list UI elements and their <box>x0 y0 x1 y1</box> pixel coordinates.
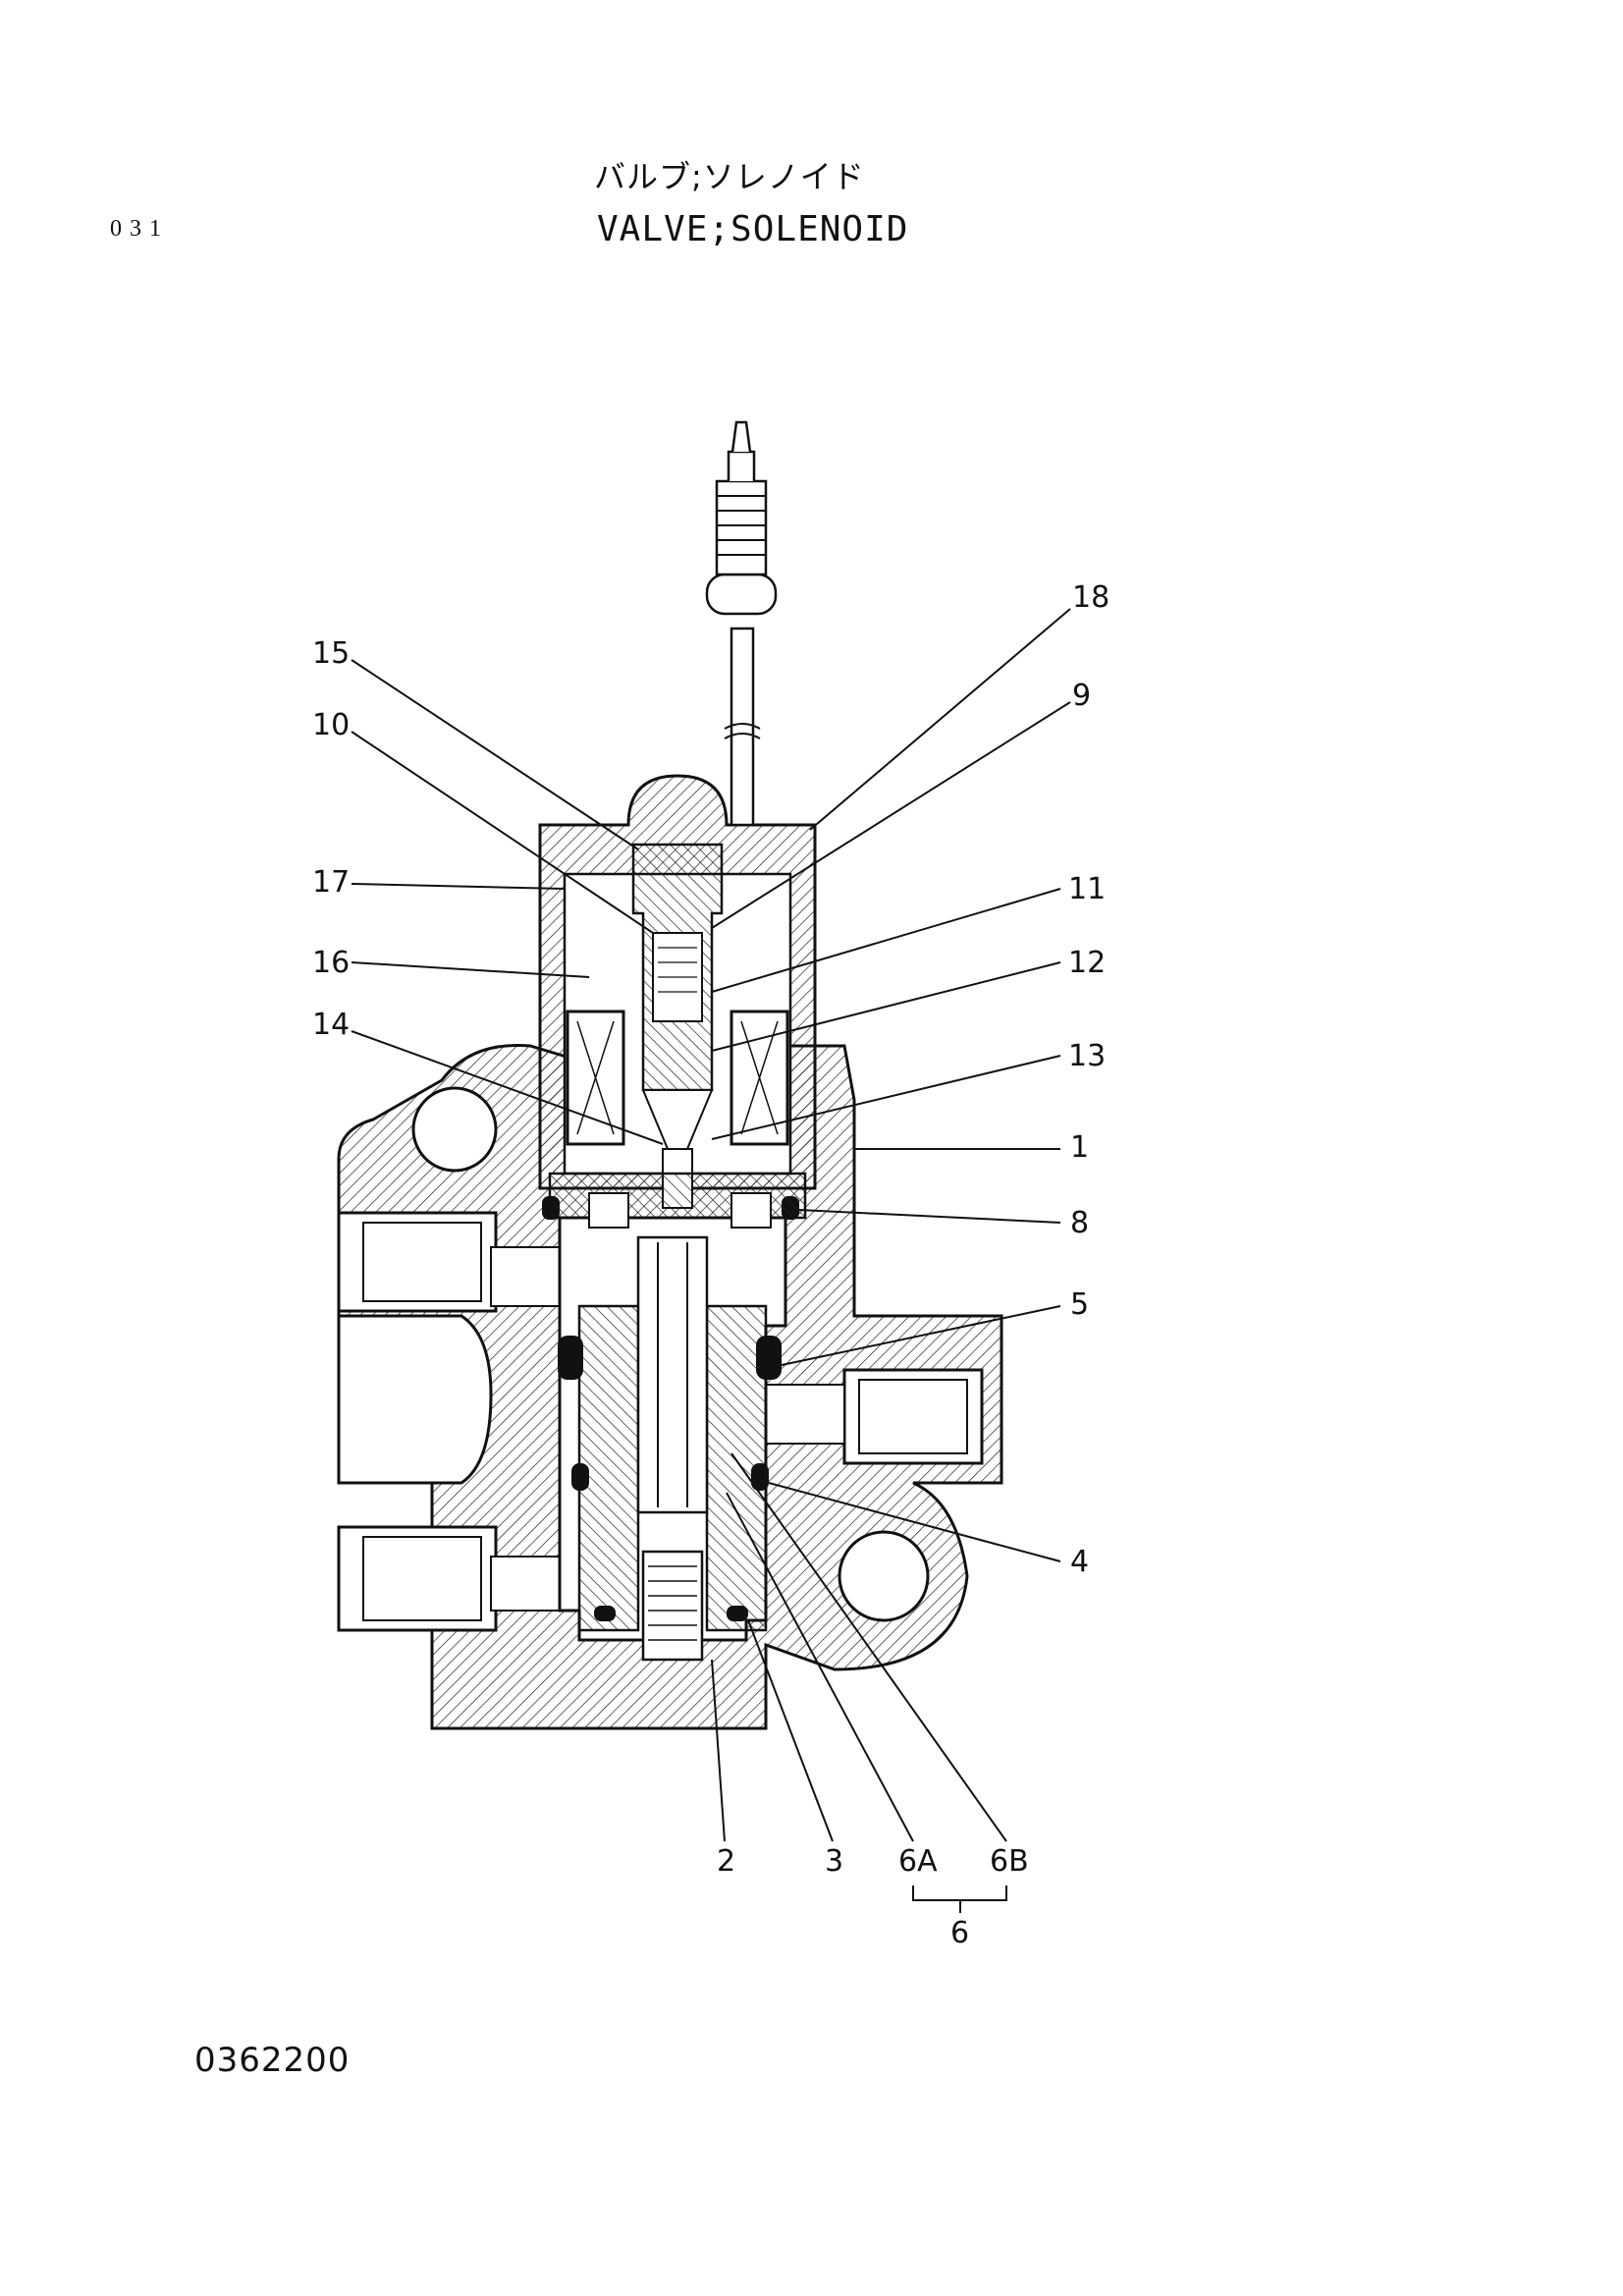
callout-16: 16 <box>312 946 350 980</box>
callout-6: 6 <box>950 1916 969 1950</box>
callout-9: 9 <box>1072 679 1091 713</box>
callout-18: 18 <box>1072 580 1109 615</box>
drawing-code: 0362200 <box>194 2041 351 2080</box>
callout-14: 14 <box>312 1008 350 1042</box>
callout-17: 17 <box>312 865 350 900</box>
callout-12: 12 <box>1068 946 1106 980</box>
callout-11: 11 <box>1068 872 1106 906</box>
callout-8: 8 <box>1070 1206 1089 1240</box>
callout-6b: 6B <box>990 1844 1029 1879</box>
page-number: 031 <box>110 216 169 242</box>
title-english: VALVE;SOLENOID <box>597 209 909 249</box>
solenoid-housing <box>538 420 817 1229</box>
title-japanese: バルブ;ソレノイド <box>594 158 865 195</box>
callout-10: 10 <box>312 708 350 742</box>
callout-3: 3 <box>825 1844 843 1879</box>
callout-4: 4 <box>1070 1545 1089 1579</box>
callout-6a: 6A <box>898 1844 938 1879</box>
callout-15: 15 <box>312 636 350 671</box>
spool-sleeve <box>577 1235 768 1662</box>
callout-13: 13 <box>1068 1039 1106 1073</box>
callout-5: 5 <box>1070 1287 1089 1322</box>
callout-2: 2 <box>717 1844 735 1879</box>
callout-1: 1 <box>1070 1130 1089 1165</box>
leader-lines <box>351 608 1071 1913</box>
callout-labels: 1 2 3 4 5 6A 6B 6 8 9 10 11 12 13 14 15 … <box>312 580 1109 1950</box>
